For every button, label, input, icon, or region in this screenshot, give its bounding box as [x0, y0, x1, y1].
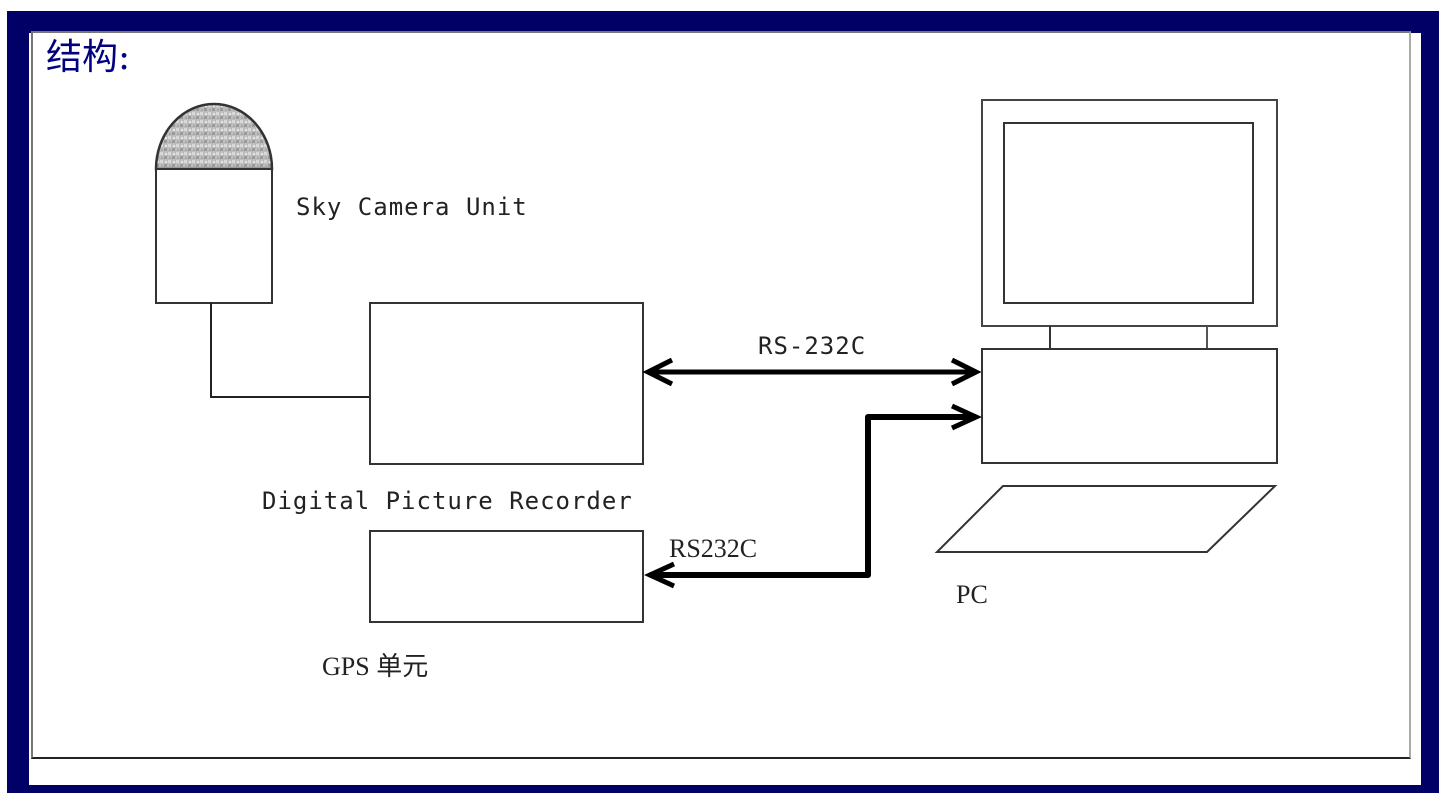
gps-label: GPS 单元 [322, 652, 429, 681]
pc-base-unit [981, 348, 1278, 464]
rs232c-double-arrow [642, 357, 982, 387]
camera-body [155, 168, 273, 304]
pc-label: PC [956, 580, 988, 609]
sky-camera-label: Sky Camera Unit [296, 193, 528, 221]
camera-dome [154, 102, 274, 171]
rs232c-gps-arrow [643, 403, 983, 589]
gps-box [369, 530, 644, 623]
diagram-title: 结构: [46, 37, 131, 78]
recorder-box [369, 302, 644, 465]
recorder-label: Digital Picture Recorder [262, 487, 633, 515]
keyboard-icon [934, 485, 1278, 553]
camera-recorder-cable [210, 303, 370, 398]
rs232c-label-top: RS-232C [758, 332, 867, 360]
rs232c-label-bottom: RS232C [669, 534, 758, 563]
pc-monitor-icon [981, 99, 1278, 349]
sky-camera-icon [154, 102, 274, 304]
